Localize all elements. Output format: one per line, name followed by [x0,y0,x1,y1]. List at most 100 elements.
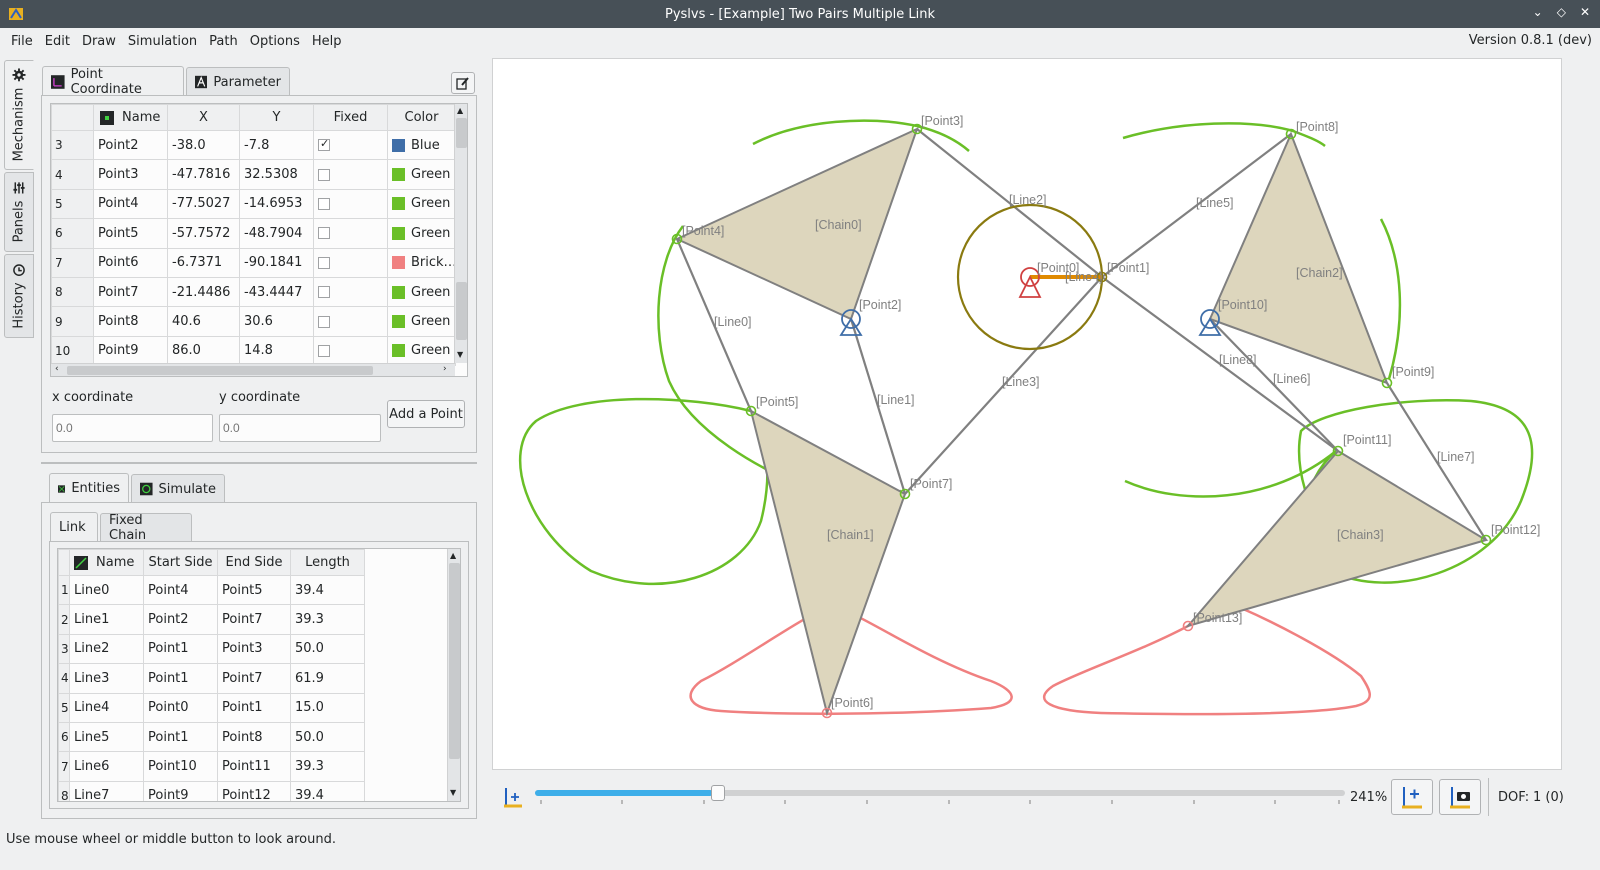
fixed-checkbox[interactable] [318,344,330,357]
column-header[interactable]: Fixed [313,104,388,131]
link-name-cell[interactable]: Line3 [69,663,144,694]
fixed-checkbox[interactable] [318,286,330,299]
scroll-down-icon[interactable]: ▼ [457,350,464,359]
link-name-cell[interactable]: Line4 [69,692,144,723]
point-x-cell[interactable]: 40.6 [167,306,240,337]
point-x-cell[interactable]: -57.7572 [167,218,240,249]
fixed-checkbox[interactable] [318,197,330,210]
point-fixed-cell[interactable] [313,306,388,337]
point-y-cell[interactable]: 14.8 [239,335,314,367]
point-y-cell[interactable]: -90.1841 [239,247,314,278]
menu-path[interactable]: Path [209,33,238,49]
column-header[interactable]: Color [387,104,456,131]
scroll-up-icon[interactable]: ▲ [457,106,464,115]
link-end-cell[interactable]: Point1 [217,692,291,723]
scrollbar-handle[interactable] [67,366,373,375]
scroll-up-icon[interactable]: ▲ [450,551,457,560]
maximize-icon[interactable]: ◇ [1556,5,1566,19]
add-point-tool-button[interactable] [1391,779,1433,815]
links-table-vscrollbar[interactable]: ▲ ▼ [447,549,460,801]
link-start-cell[interactable]: Point1 [143,663,218,694]
point-color-cell[interactable]: Green [387,306,456,337]
link-start-cell[interactable]: Point2 [143,604,218,635]
tab-mechanism[interactable]: Mechanism [4,60,34,170]
link-name-cell[interactable]: Line2 [69,633,144,665]
fixed-checkbox[interactable] [318,227,330,240]
link-length-cell[interactable]: 39.4 [290,574,365,606]
tab-history[interactable]: History [4,254,34,338]
point-x-cell[interactable]: 86.0 [167,335,240,367]
point-fixed-cell[interactable] [313,276,388,308]
fixed-checkbox[interactable] [318,256,330,269]
point-color-cell[interactable]: Green [387,276,456,308]
joint-point12[interactable] [1480,534,1492,546]
point-x-cell[interactable]: -47.7816 [167,159,240,190]
joint-point1[interactable] [1096,271,1108,283]
point-y-cell[interactable]: -7.8 [239,129,314,161]
point-name-cell[interactable]: Point2 [93,129,168,161]
joint-point11[interactable] [1332,445,1344,457]
link-end-cell[interactable]: Point7 [217,663,291,694]
scroll-right-icon[interactable]: › [443,364,447,374]
link-start-cell[interactable]: Point9 [143,780,218,801]
link-start-cell[interactable]: Point4 [143,574,218,606]
ground-point10[interactable] [1198,309,1222,336]
link-length-cell[interactable]: 39.3 [290,604,365,635]
edit-button[interactable] [451,72,475,94]
point-fixed-cell[interactable] [313,247,388,278]
close-icon[interactable]: ✕ [1579,5,1590,19]
point-y-cell[interactable]: -48.7904 [239,218,314,249]
link-end-cell[interactable]: Point5 [217,574,291,606]
menu-options[interactable]: Options [249,33,300,49]
canvas-drawing[interactable]: [Point0] [Point1] [Point2] [Point3] [Poi… [493,59,1561,769]
point-color-cell[interactable]: Green [387,188,456,220]
scroll-down-icon[interactable]: ▼ [450,788,457,797]
column-header[interactable]: Length [290,549,365,576]
menu-file[interactable]: File [11,33,33,49]
link-end-cell[interactable]: Point12 [217,780,291,801]
scrollbar-handle[interactable] [456,118,467,148]
point-name-cell[interactable]: Point6 [93,247,168,278]
minimize-icon[interactable]: ⌄ [1532,5,1543,19]
point-fixed-cell[interactable] [313,129,388,161]
link-name-cell[interactable]: Line6 [69,751,144,782]
link-end-cell[interactable]: Point11 [217,751,291,782]
point-x-cell[interactable]: -6.7371 [167,247,240,278]
column-header[interactable]: Name [69,549,144,576]
joint-point6[interactable] [821,707,833,719]
x-coordinate-input[interactable] [52,414,213,442]
scrollbar-handle[interactable] [456,282,467,340]
menu-draw[interactable]: Draw [81,33,116,49]
scroll-left-icon[interactable]: ‹ [55,364,59,374]
joint-point13[interactable] [1182,620,1194,632]
column-header[interactable]: Y [239,104,314,131]
joint-point7[interactable] [899,488,911,500]
column-header[interactable]: Name [93,104,168,131]
zoom-slider[interactable] [535,785,1345,804]
point-name-cell[interactable]: Point8 [93,306,168,337]
tab-panels[interactable]: Panels [4,172,34,252]
menu-edit[interactable]: Edit [44,33,70,49]
fixed-checkbox[interactable] [318,315,330,328]
fixed-checkbox[interactable] [318,137,330,152]
point-x-cell[interactable]: -21.4486 [167,276,240,308]
link-start-cell[interactable]: Point0 [143,692,218,723]
point-name-cell[interactable]: Point5 [93,218,168,249]
link-length-cell[interactable]: 50.0 [290,721,365,753]
joint-point5[interactable] [745,405,757,417]
link-length-cell[interactable]: 15.0 [290,692,365,723]
fixed-checkbox[interactable] [318,168,330,181]
point-fixed-cell[interactable] [313,159,388,190]
point-x-cell[interactable]: -77.5027 [167,188,240,220]
point-name-cell[interactable]: Point3 [93,159,168,190]
y-coordinate-input[interactable] [219,414,381,442]
